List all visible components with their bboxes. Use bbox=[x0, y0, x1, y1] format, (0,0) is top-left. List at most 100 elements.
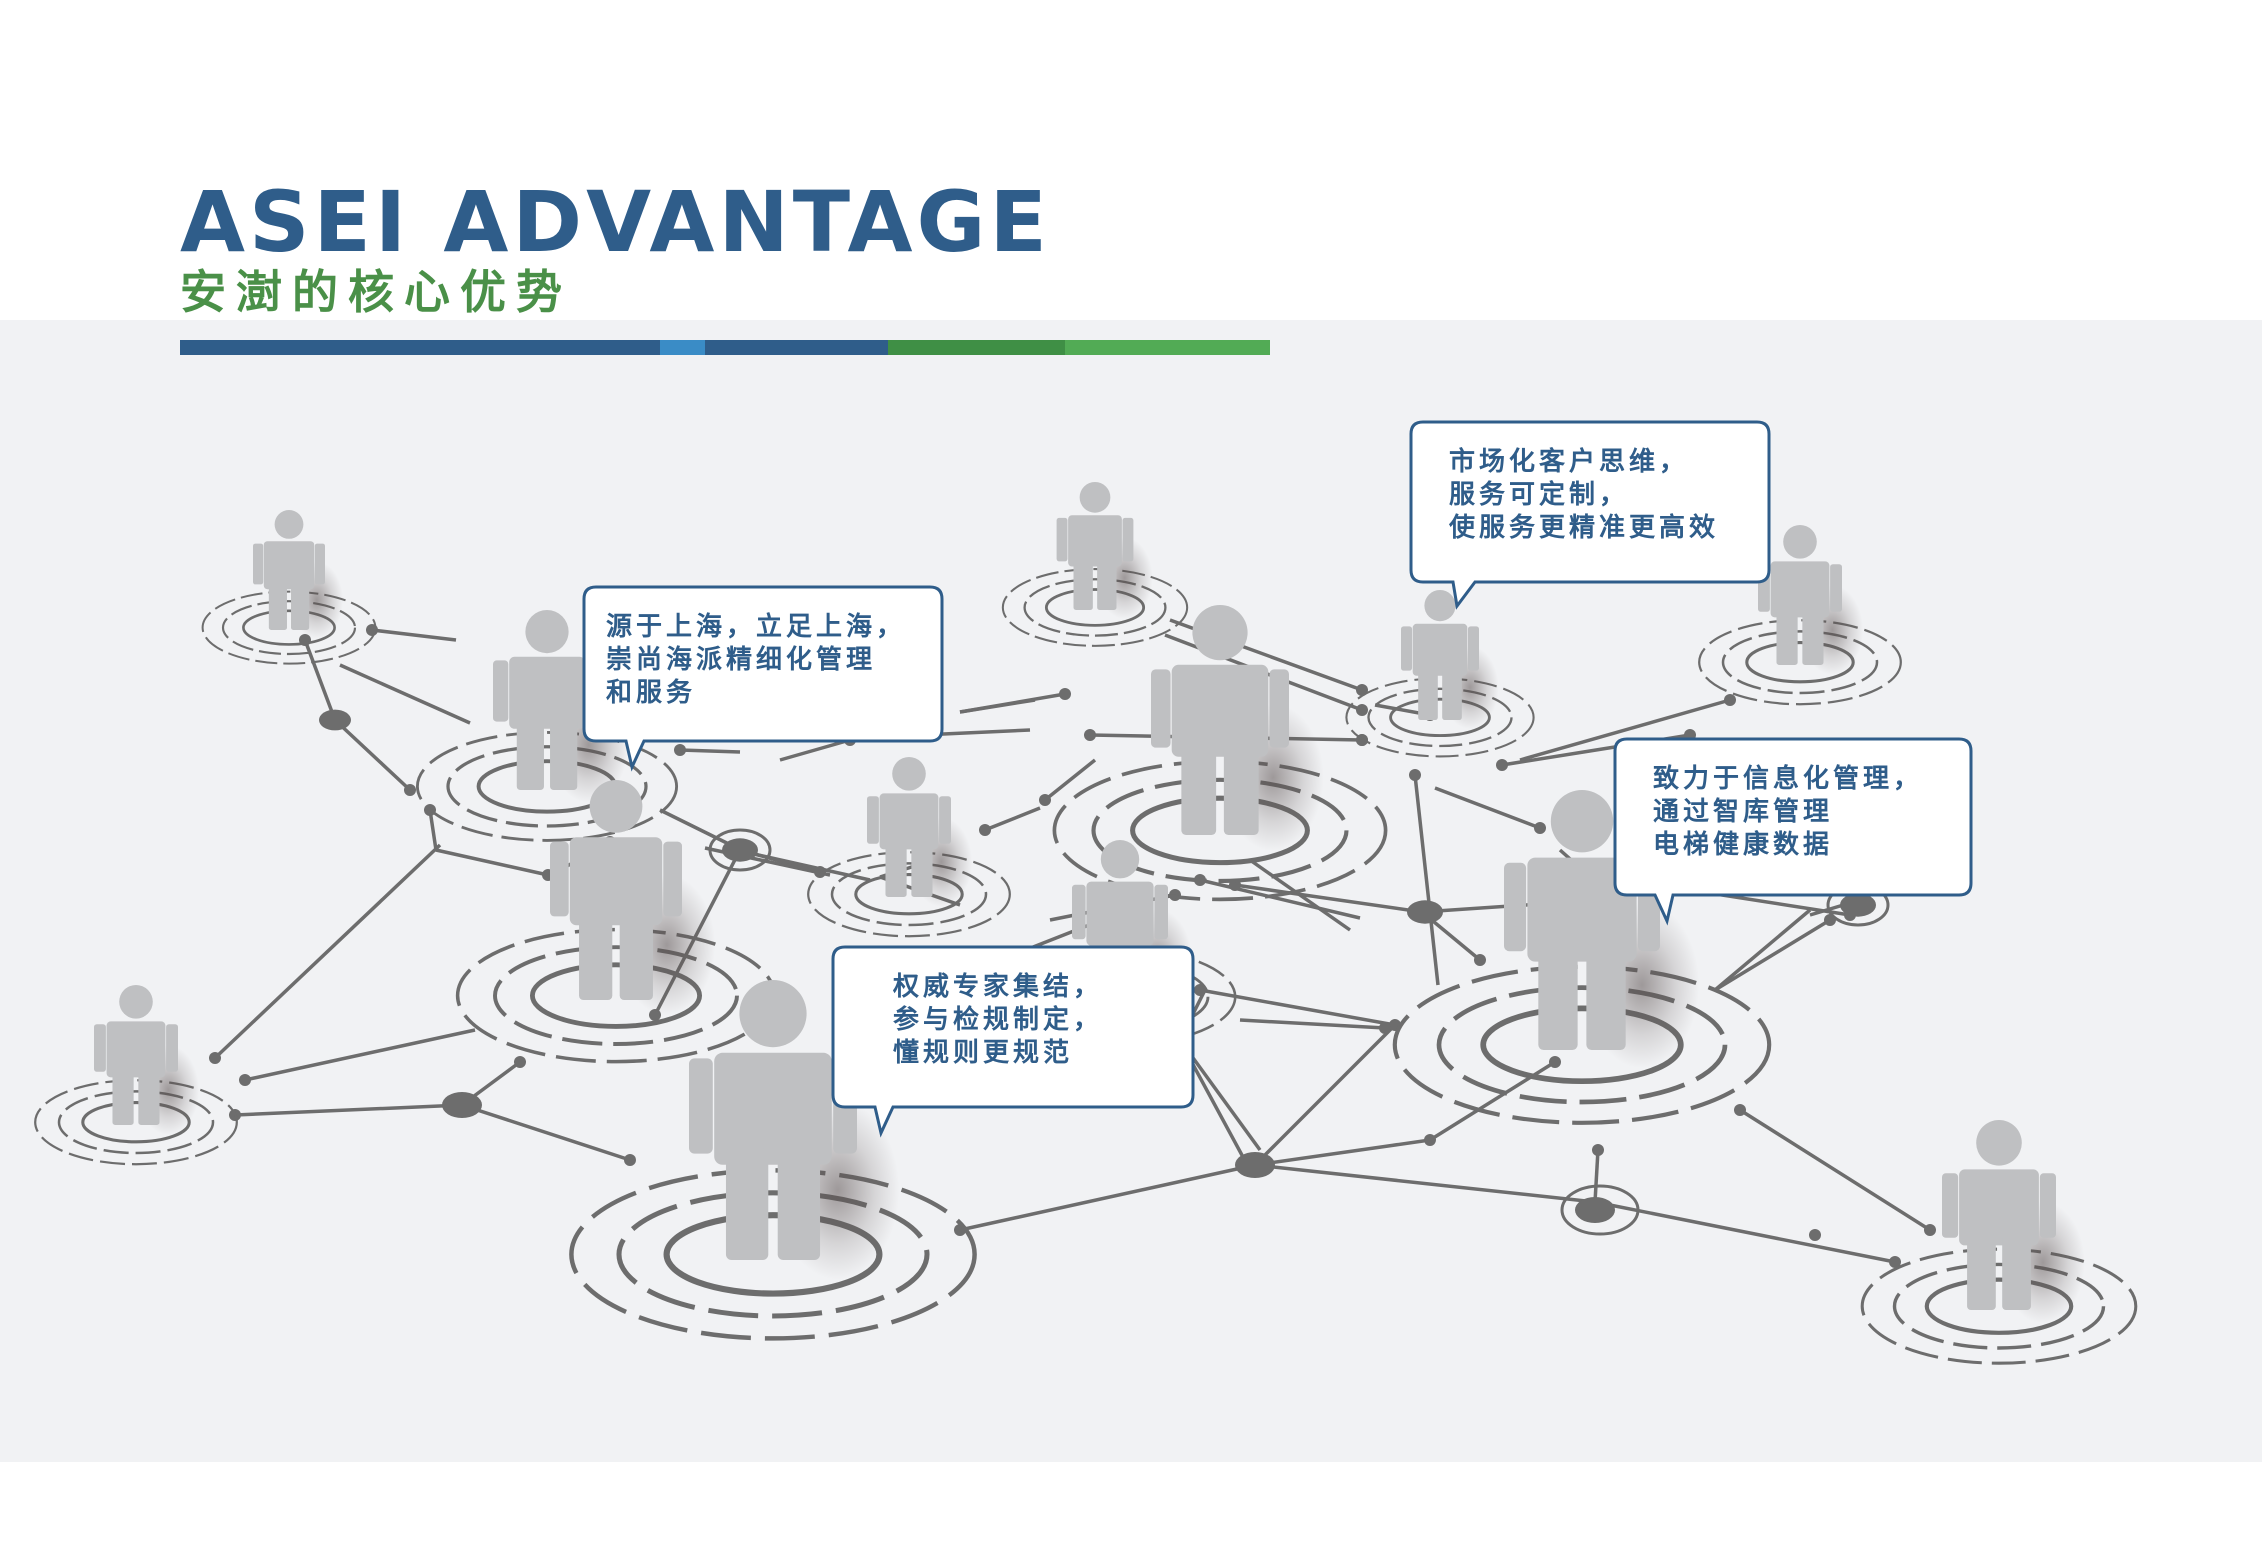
callout-shanghai: 源于上海，立足上海， 崇尚海派精细化管理 和服务 bbox=[582, 585, 944, 772]
network-hub-icon bbox=[722, 838, 758, 862]
ripple-ring-icon bbox=[807, 851, 1011, 938]
callout-line: 源于上海，立足上海， bbox=[606, 612, 907, 642]
person-icon bbox=[253, 510, 325, 630]
ripple-ring-icon bbox=[1023, 578, 1167, 637]
network-node-icon bbox=[239, 1074, 251, 1086]
ripple-ring-icon bbox=[34, 1079, 238, 1166]
ripple-ring-icon bbox=[455, 927, 777, 1064]
callout-information-management: 致力于信息化管理， 通过智库管理 电梯健康数据 bbox=[1613, 737, 1975, 926]
network-link bbox=[1254, 1138, 1431, 1167]
page-title: ASEI ADVANTAGE bbox=[180, 173, 1051, 271]
network-link bbox=[984, 806, 1041, 832]
network-node-icon bbox=[814, 866, 826, 878]
callout-line: 致力于信息化管理， bbox=[1653, 764, 1924, 794]
ripple-ring-icon bbox=[221, 600, 357, 656]
network-node-icon bbox=[1889, 1256, 1901, 1268]
network-node-icon bbox=[1039, 794, 1051, 806]
network-hub-icon bbox=[1840, 893, 1876, 917]
network-illustration-panel: 源于上海，立足上海， 崇尚海派精细化管理 和服务 市场化客户思维， 服务可定制，… bbox=[0, 320, 2262, 1462]
network-link bbox=[959, 698, 1036, 714]
accent-bar-light-blue bbox=[660, 340, 705, 355]
network-node-icon bbox=[1549, 1056, 1561, 1068]
network-link bbox=[1434, 786, 1541, 830]
network-link bbox=[1239, 1018, 1386, 1030]
network-node-icon bbox=[979, 824, 991, 836]
network-link bbox=[1413, 774, 1440, 986]
network-link bbox=[744, 850, 871, 882]
callout-line: 通过智库管理 bbox=[1653, 797, 1834, 827]
callout-line: 参与检规制定， bbox=[893, 1005, 1104, 1035]
network-link bbox=[1254, 1163, 1596, 1204]
ripple-ring-icon bbox=[493, 945, 739, 1046]
network-link bbox=[1234, 883, 1423, 914]
callout-line: 电梯健康数据 bbox=[1653, 830, 1834, 860]
network-link bbox=[371, 628, 457, 642]
network-link bbox=[435, 848, 549, 877]
network-hub-icon bbox=[1407, 900, 1443, 924]
network-node-icon bbox=[1409, 769, 1421, 781]
network-link bbox=[959, 1163, 1256, 1232]
people-network-illustration bbox=[34, 482, 2138, 1365]
person-icon bbox=[1056, 482, 1134, 610]
network-node-icon bbox=[1724, 694, 1736, 706]
network-node-icon bbox=[1592, 1144, 1604, 1156]
speech-bubble-icon bbox=[1409, 420, 1771, 610]
ripple-ring-icon bbox=[201, 590, 377, 665]
network-node-icon bbox=[1356, 704, 1368, 716]
network-link bbox=[303, 639, 337, 721]
ripple-ring-icon bbox=[1392, 964, 1772, 1125]
ripple-ring-icon bbox=[708, 828, 772, 872]
network-link bbox=[1713, 908, 1812, 992]
network-link bbox=[1253, 1023, 1397, 1167]
person-icon bbox=[1758, 525, 1842, 665]
network-link bbox=[461, 1103, 631, 1162]
callout-line: 和服务 bbox=[606, 678, 697, 708]
network-node-icon bbox=[1924, 1224, 1936, 1236]
network-node-icon bbox=[209, 1052, 221, 1064]
network-link bbox=[244, 1028, 476, 1082]
network-node-icon bbox=[1496, 759, 1508, 771]
ripple-ring-icon bbox=[1892, 1262, 2106, 1350]
network-node-icon bbox=[1809, 1229, 1821, 1241]
network-link bbox=[1199, 988, 1396, 1027]
ripple-ring-icon bbox=[1001, 568, 1189, 647]
ripple-ring-icon bbox=[830, 862, 988, 927]
ripple-ring-icon bbox=[446, 745, 648, 828]
network-link bbox=[1594, 1200, 1896, 1264]
accent-bar-blue-2 bbox=[705, 340, 888, 355]
network-hub-icon bbox=[442, 1092, 482, 1118]
network-node-icon bbox=[1084, 729, 1096, 741]
network-link bbox=[779, 738, 851, 762]
network-node-icon bbox=[1734, 1104, 1746, 1116]
callout-experts: 权威专家集结， 参与检规制定， 懂规则更规范 bbox=[831, 945, 1197, 1138]
person-icon bbox=[867, 757, 951, 897]
network-link bbox=[1593, 1149, 1600, 1203]
ripple-ring-icon bbox=[1052, 759, 1388, 902]
person-icon bbox=[1151, 605, 1289, 835]
header: ASEI ADVANTAGE 安澍的核心优势 bbox=[0, 0, 2262, 320]
speech-bubble-icon bbox=[582, 585, 944, 772]
network-node-icon bbox=[1424, 1134, 1436, 1146]
callout-line: 使服务更精准更高效 bbox=[1449, 513, 1720, 543]
ripple-ring-icon bbox=[1860, 1247, 2138, 1365]
network-node-icon bbox=[1059, 688, 1071, 700]
callout-line: 服务可定制， bbox=[1449, 480, 1630, 510]
network-node-icon bbox=[1379, 1022, 1391, 1034]
ripple-rings bbox=[34, 568, 2138, 1365]
network-link bbox=[1519, 698, 1731, 762]
network-node-icon bbox=[514, 1056, 526, 1068]
accent-bar-green bbox=[888, 340, 1065, 355]
network-link bbox=[1714, 918, 1831, 992]
person-icon bbox=[550, 780, 682, 1000]
network-link bbox=[679, 748, 741, 754]
network-node-icon bbox=[1534, 822, 1546, 834]
network-hub-icon bbox=[1235, 1152, 1275, 1178]
speech-bubble-icon bbox=[1613, 737, 1973, 926]
network-hub-icon bbox=[319, 709, 351, 731]
ripple-ring-icon bbox=[1345, 677, 1535, 758]
speech-bubble-icon bbox=[831, 945, 1195, 1138]
accent-bar-blue bbox=[180, 340, 660, 355]
page-subtitle: 安澍的核心优势 bbox=[180, 265, 572, 319]
network-hub-icon bbox=[1575, 1197, 1615, 1223]
network-node-icon bbox=[404, 784, 416, 796]
